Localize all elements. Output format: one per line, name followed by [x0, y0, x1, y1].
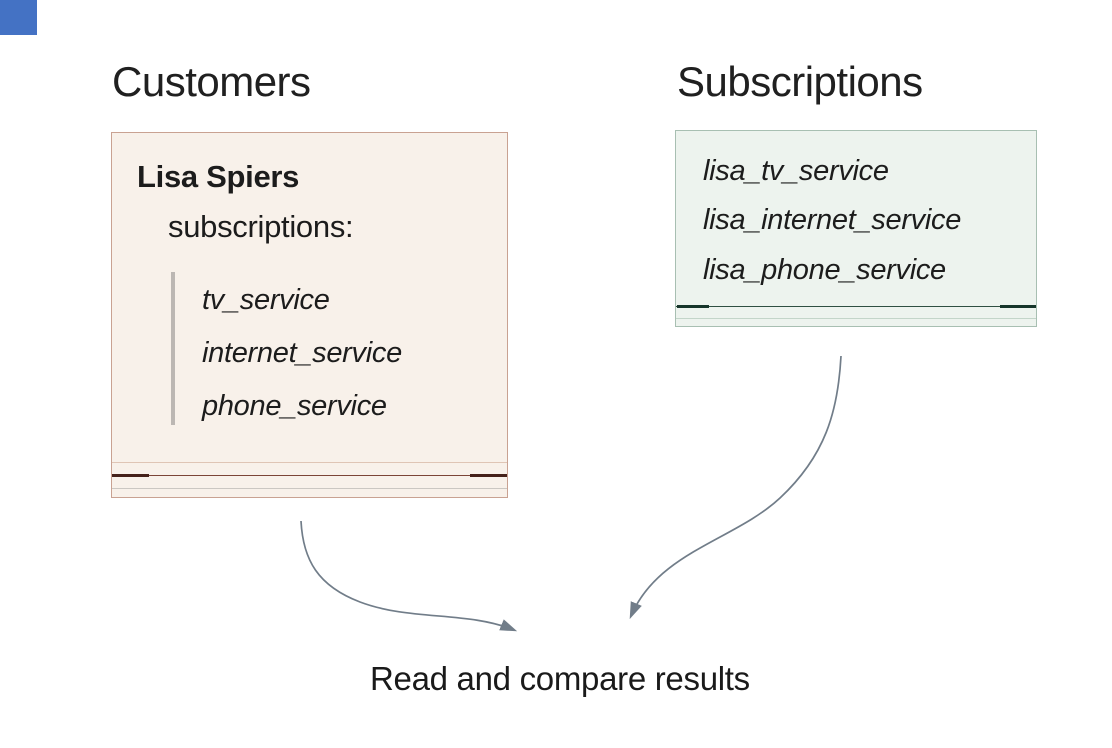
table-edge-line: [112, 475, 507, 477]
service-item: phone_service: [202, 390, 387, 422]
table-edge-line: [676, 318, 1036, 320]
subscriptions-label: subscriptions:: [168, 209, 354, 244]
service-item: internet_service: [202, 337, 402, 369]
table-edge-tick: [112, 474, 149, 477]
subscriptions-card: lisa_tv_service lisa_internet_service li…: [675, 130, 1037, 327]
customers-card: Lisa Spiers subscriptions: tv_service in…: [111, 132, 508, 498]
indent-divider: [171, 272, 175, 425]
curved-arrow-right: [629, 355, 842, 620]
customer-name: Lisa Spiers: [137, 159, 300, 194]
service-item: tv_service: [202, 284, 330, 316]
table-edge-line: [112, 462, 507, 464]
subscriptions-heading: Subscriptions: [677, 58, 923, 105]
footer-caption: Read and compare results: [370, 660, 750, 697]
corner-accent-rect: [0, 0, 37, 35]
subscription-item: lisa_internet_service: [703, 204, 962, 236]
table-edge-tick: [677, 305, 709, 308]
subscription-item: lisa_tv_service: [703, 155, 889, 187]
table-edge-line: [112, 488, 507, 490]
customers-heading: Customers: [112, 58, 311, 105]
subscription-item: lisa_phone_service: [703, 254, 946, 286]
curved-arrow-left: [300, 520, 518, 632]
table-edge-tick: [1000, 305, 1036, 308]
table-edge-line: [676, 306, 1036, 308]
table-edge-tick: [470, 474, 507, 477]
